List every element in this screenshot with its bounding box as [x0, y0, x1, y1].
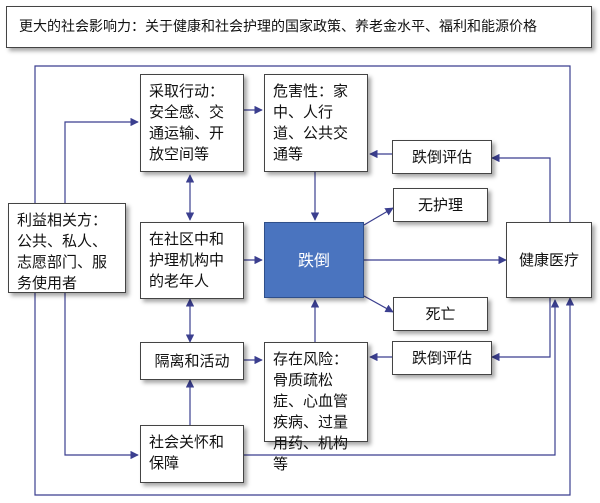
death-box: 死亡	[393, 297, 488, 331]
fall-assessment-top-box: 跌倒评估	[392, 140, 492, 174]
social-care-box: 社会关怀和保障	[140, 425, 244, 483]
older-people-box: 在社区中和护理机构中的老年人	[140, 222, 244, 299]
arrow-social-care-to-health	[244, 299, 560, 456]
risks-box: 存在风险：骨质疏松症、心血管疾病、过量用药、机构等	[264, 342, 368, 473]
arrow-health-to-assessment-top	[491, 153, 551, 222]
stakeholders-box: 利益相关方：公共、私人、志愿部门、服务使用者	[8, 203, 126, 293]
take-action-box: 采取行动：安全感、交通运输、开放空间等	[140, 74, 244, 172]
arrow-falls-to-death	[363, 295, 394, 313]
health-care-box: 健康医疗	[506, 222, 592, 298]
arrow-stakeholders-to-action	[64, 117, 139, 203]
arrow-health-to-assessment-bottom	[491, 298, 551, 362]
falls-box: 跌倒	[264, 222, 364, 298]
page-title: 更大的社会影响力：关于健康和社会护理的国家政策、养老金水平、福利和能源价格	[6, 6, 592, 48]
hazards-box: 危害性：家中、人行道、公共交通等	[264, 74, 368, 172]
arrow-stakeholders-to-social-care	[64, 293, 139, 460]
isolation-box: 隔离和活动	[140, 342, 244, 380]
fall-assessment-bottom-box: 跌倒评估	[392, 341, 492, 375]
no-care-box: 无护理	[393, 188, 488, 222]
outer-loop-line	[34, 65, 571, 222]
outer-loop-bottom-line	[34, 293, 575, 496]
arrow-falls-to-no-care	[363, 207, 394, 226]
